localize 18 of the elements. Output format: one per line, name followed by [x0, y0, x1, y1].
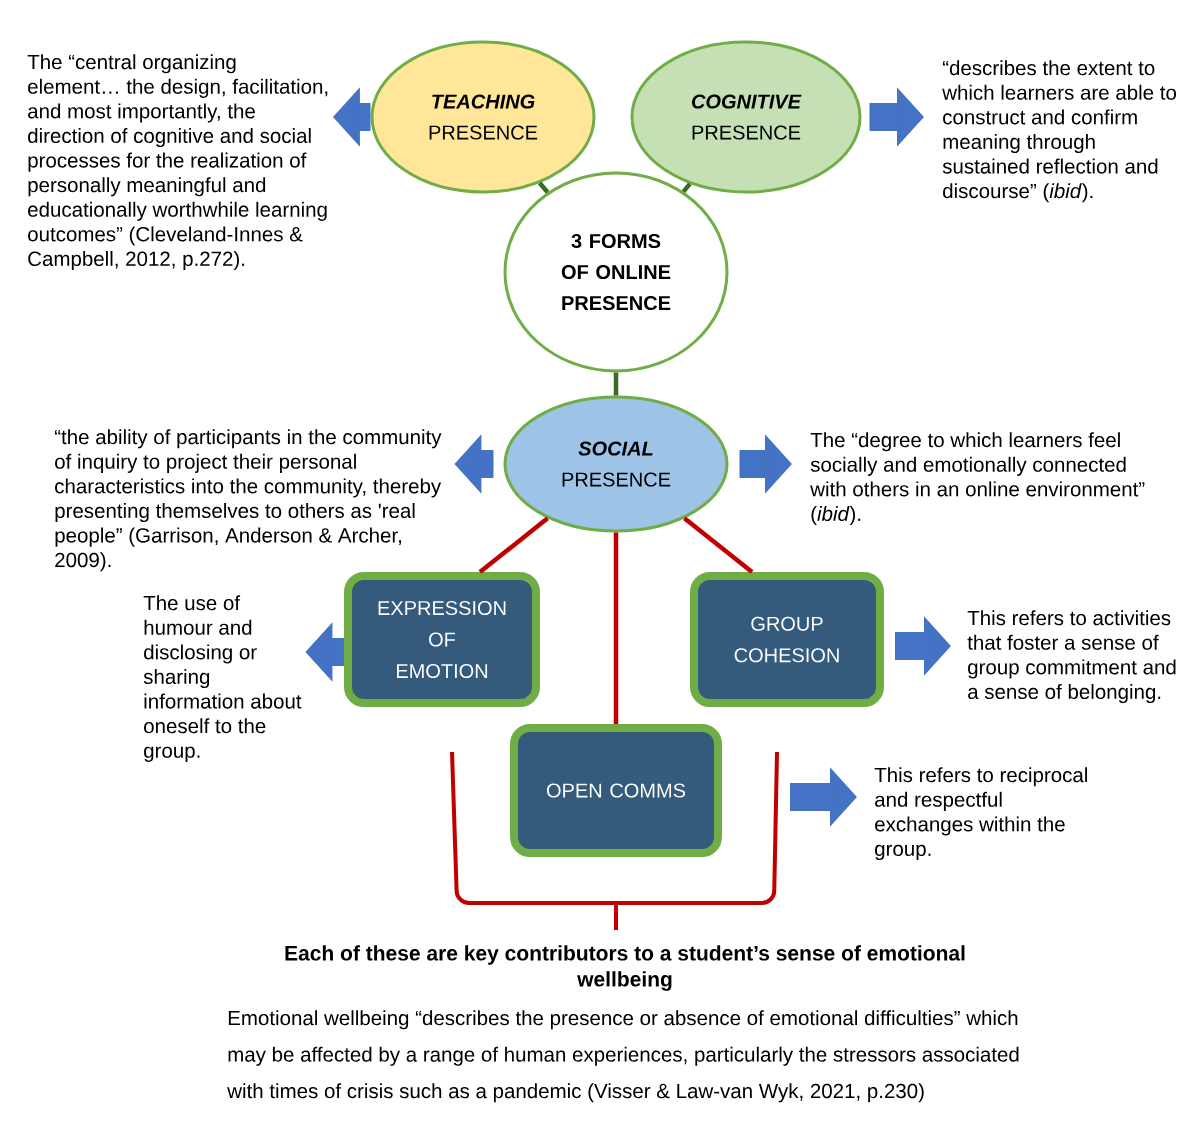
connector-line [683, 516, 754, 574]
quote-text: The “degree to which learners feel socially and emotionally connected with others in an online environment” (ibid). [810, 432, 1145, 526]
description-text: The use of humour and disclosing or sharing information about oneself to the group. [143, 595, 302, 762]
category-box: OPEN COMMS [510, 724, 722, 857]
connector-line [538, 181, 550, 194]
summary-text: Emotional wellbeing “describes the presence or absence of emotional difficulties” which may be affected by a range of human experiences, particularly the stressors associated with times of crisis such as a pandemic (Visser & Law-van Wyk, 2021, p.230) [227, 1010, 1019, 1103]
quote-text: “the ability of participants in the community of inquiry to project their personal characteristics into the community, thereby presenting themselves to others as 'real people” (Garrison, Anderson & Archer, 2009). [54, 429, 442, 572]
connector-line [613, 532, 619, 724]
description-text: This refers to activities that foster a sense of group commitment and a sense of belonging. [967, 610, 1176, 704]
connector-line [613, 372, 619, 396]
connector-line [681, 182, 692, 194]
category-box: EXPRESSION OF EMOTION [344, 572, 540, 707]
quote-text: The “central organizing element… the design, facilitation, and most importantly, the direction of cognitive and social processes for the realization of personally meaningful and educationally worthwhile learning outcomes” (Cleveland-Innes & Campbell, 2012, p.272). [27, 54, 328, 271]
summary-heading: Each of these are key contributors to a student’s sense of emotional wellbeing [285, 945, 965, 991]
description-text: This refers to reciprocal and respectful exchanges within the group. [874, 767, 1087, 861]
quote-text: “describes the extent to which learners are able to construct and confirm meaning through sustained reflection and discourse” (ibid). [942, 60, 1177, 203]
connector-line [478, 516, 549, 574]
category-box: GROUP COHESION [690, 572, 884, 707]
